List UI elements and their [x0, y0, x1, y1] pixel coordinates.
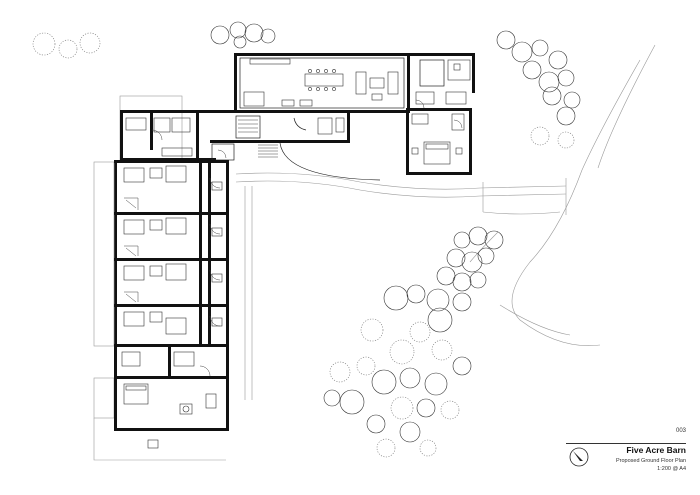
ne-wing — [406, 53, 475, 175]
title-block: 003 Five Acre Barn Proposed Ground Floor… — [566, 428, 686, 478]
bedroom-unit-3 — [114, 258, 226, 303]
trees-top-left — [32, 21, 276, 59]
scale-note: 1:200 @ A4 — [657, 466, 686, 472]
sheet-number: 003 — [675, 428, 686, 434]
north-arrow-icon — [569, 447, 589, 467]
west-utility — [119, 95, 235, 161]
trees-bottom-right — [323, 226, 504, 458]
bedroom-unit-1 — [114, 160, 226, 210]
link-block — [196, 110, 381, 181]
title-rule — [566, 443, 686, 444]
site-paths — [235, 44, 656, 400]
trees-top-right — [496, 30, 581, 149]
west-wing — [93, 160, 229, 430]
project-title: Five Acre Barn — [626, 445, 686, 455]
main-barn — [234, 53, 410, 113]
south-unit — [93, 344, 229, 461]
bedroom-unit-2 — [114, 212, 226, 257]
drawing-title: Proposed Ground Floor Plan — [615, 458, 686, 464]
doors — [151, 99, 463, 377]
